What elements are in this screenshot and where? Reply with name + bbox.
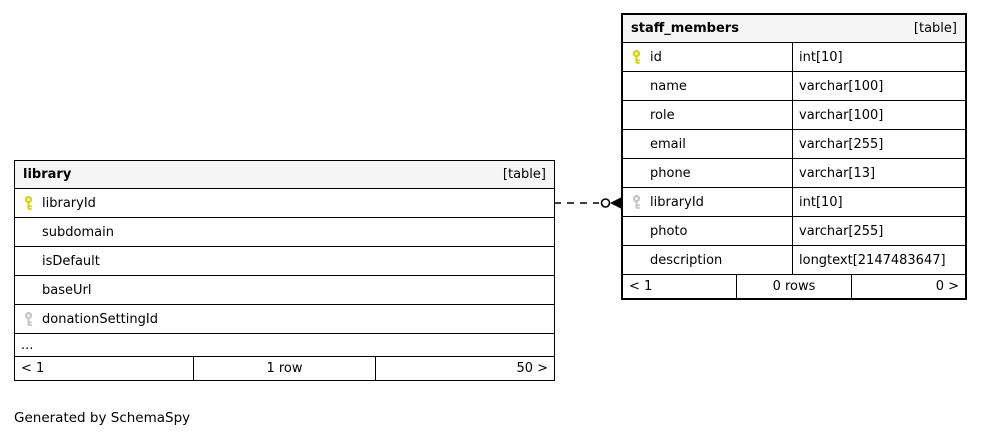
table-name: staff_members <box>631 21 739 36</box>
primary-key-icon <box>632 50 641 64</box>
zero-or-one-circle <box>600 198 611 208</box>
column-row-photo: photo varchar[255] <box>623 217 965 246</box>
footer-row-count: 0 rows <box>735 275 853 298</box>
more-columns-row: ... <box>15 334 554 357</box>
key-icon-cell <box>623 195 650 209</box>
generated-by-note: Generated by SchemaSpy <box>14 410 191 426</box>
crowfoot-arrow <box>610 197 621 209</box>
column-name: role <box>650 107 675 123</box>
footer-left-count: < 1 <box>21 361 45 376</box>
column-type: varchar[255] <box>792 217 965 245</box>
footer-row-count: 1 row <box>192 357 377 380</box>
table-footer: < 1 0 rows 0 > <box>623 275 965 298</box>
table-name: library <box>23 167 72 182</box>
column-type: int[10] <box>792 188 965 216</box>
column-name: phone <box>650 165 691 181</box>
column-row-donationSettingId: donationSettingId <box>15 305 554 334</box>
column-name: name <box>650 78 687 94</box>
relationship-connector <box>554 197 621 209</box>
column-row-id: id int[10] <box>623 43 965 72</box>
footer-right-count: 50 > <box>516 361 549 376</box>
column-type: longtext[2147483647] <box>792 246 965 274</box>
table-footer: < 1 1 row 50 > <box>15 357 554 380</box>
column-name: email <box>650 136 686 152</box>
column-row-role: role varchar[100] <box>623 101 965 130</box>
column-name: isDefault <box>42 253 100 269</box>
table-type-tag: [table] <box>502 167 546 182</box>
table-header: library [table] <box>15 161 554 189</box>
table-node-staff-members[interactable]: staff_members [table] id int[10] name varchar… <box>621 13 967 300</box>
table-header: staff_members [table] <box>623 15 965 43</box>
column-row-subdomain: subdomain <box>15 218 554 247</box>
column-type: int[10] <box>792 43 965 71</box>
column-name: description <box>650 252 723 268</box>
column-name: donationSettingId <box>42 311 158 327</box>
column-name: photo <box>650 223 688 239</box>
column-name: id <box>650 49 662 65</box>
column-row-libraryId: libraryId int[10] <box>623 188 965 217</box>
column-name: libraryId <box>650 194 704 210</box>
column-row-name: name varchar[100] <box>623 72 965 101</box>
foreign-key-icon <box>632 195 641 209</box>
primary-key-icon <box>24 196 33 210</box>
column-row-email: email varchar[255] <box>623 130 965 159</box>
table-node-library[interactable]: library [table] libraryId subdomain isDefaul… <box>14 160 555 381</box>
column-row-baseUrl: baseUrl <box>15 276 554 305</box>
column-type: varchar[255] <box>792 130 965 158</box>
column-name: libraryId <box>42 195 96 211</box>
column-name: subdomain <box>42 224 114 240</box>
column-name: baseUrl <box>42 282 92 298</box>
column-type: varchar[100] <box>792 101 965 129</box>
key-icon-cell <box>15 196 42 210</box>
foreign-key-icon <box>24 312 33 326</box>
column-row-libraryId: libraryId <box>15 189 554 218</box>
footer-left-count: < 1 <box>629 279 653 294</box>
column-type: varchar[13] <box>792 159 965 187</box>
key-icon-cell <box>15 312 42 326</box>
table-type-tag: [table] <box>913 21 957 36</box>
column-row-isDefault: isDefault <box>15 247 554 276</box>
column-row-phone: phone varchar[13] <box>623 159 965 188</box>
column-type: varchar[100] <box>792 72 965 100</box>
ellipsis-label: ... <box>21 337 34 353</box>
footer-right-count: 0 > <box>935 279 959 294</box>
column-row-description: description longtext[2147483647] <box>623 246 965 275</box>
key-icon-cell <box>623 50 650 64</box>
